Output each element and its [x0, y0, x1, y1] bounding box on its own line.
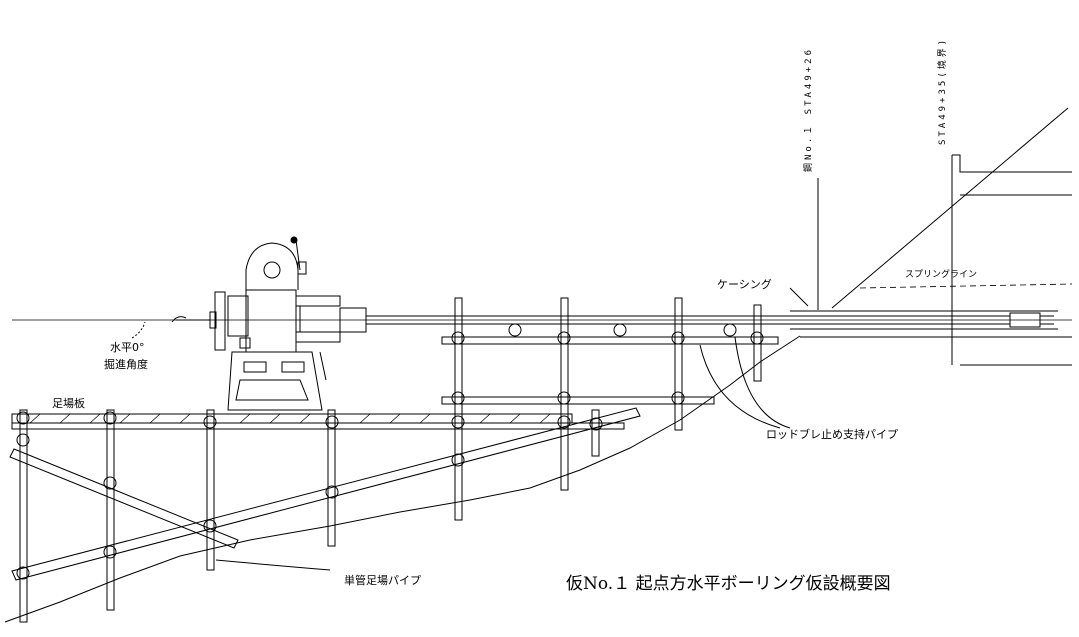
drilling-angle-label: 掘進角度 [104, 357, 148, 371]
casing-label: ケーシング [717, 277, 772, 291]
sta-end-label: STA49+35(境界) [936, 37, 948, 145]
drill-head [1009, 312, 1041, 328]
diagonal-brace-a [11, 407, 641, 581]
rod-support-label: ロッドブレ止め支持パイプ [766, 427, 898, 441]
single-pipe-scaffold-label: 単管足場パイプ [344, 573, 421, 587]
lower-support-pipe [441, 396, 715, 405]
sta-start-label: 鋼No.１ STA49+26 [802, 47, 814, 172]
spring-line [859, 283, 1073, 289]
diagram-title: 仮No.１ 起点方水平ボーリング仮設概要図 [566, 574, 891, 594]
upper-support-pipe [441, 336, 779, 345]
angle-leader [131, 321, 146, 339]
scaffold-board-label: 足場板 [52, 396, 85, 410]
rod-leader [699, 336, 791, 429]
slope-line [831, 107, 1069, 309]
casing-leader [789, 287, 809, 307]
spring-line-label: スプリングライン [905, 268, 977, 280]
end-structure [952, 154, 1072, 173]
scaffold-leader [215, 559, 331, 571]
pipe-clamps [16, 331, 764, 580]
level-angle-label: 水平0° [110, 341, 145, 354]
diagonal-brace-b [9, 448, 239, 549]
boring-machine [171, 236, 367, 411]
